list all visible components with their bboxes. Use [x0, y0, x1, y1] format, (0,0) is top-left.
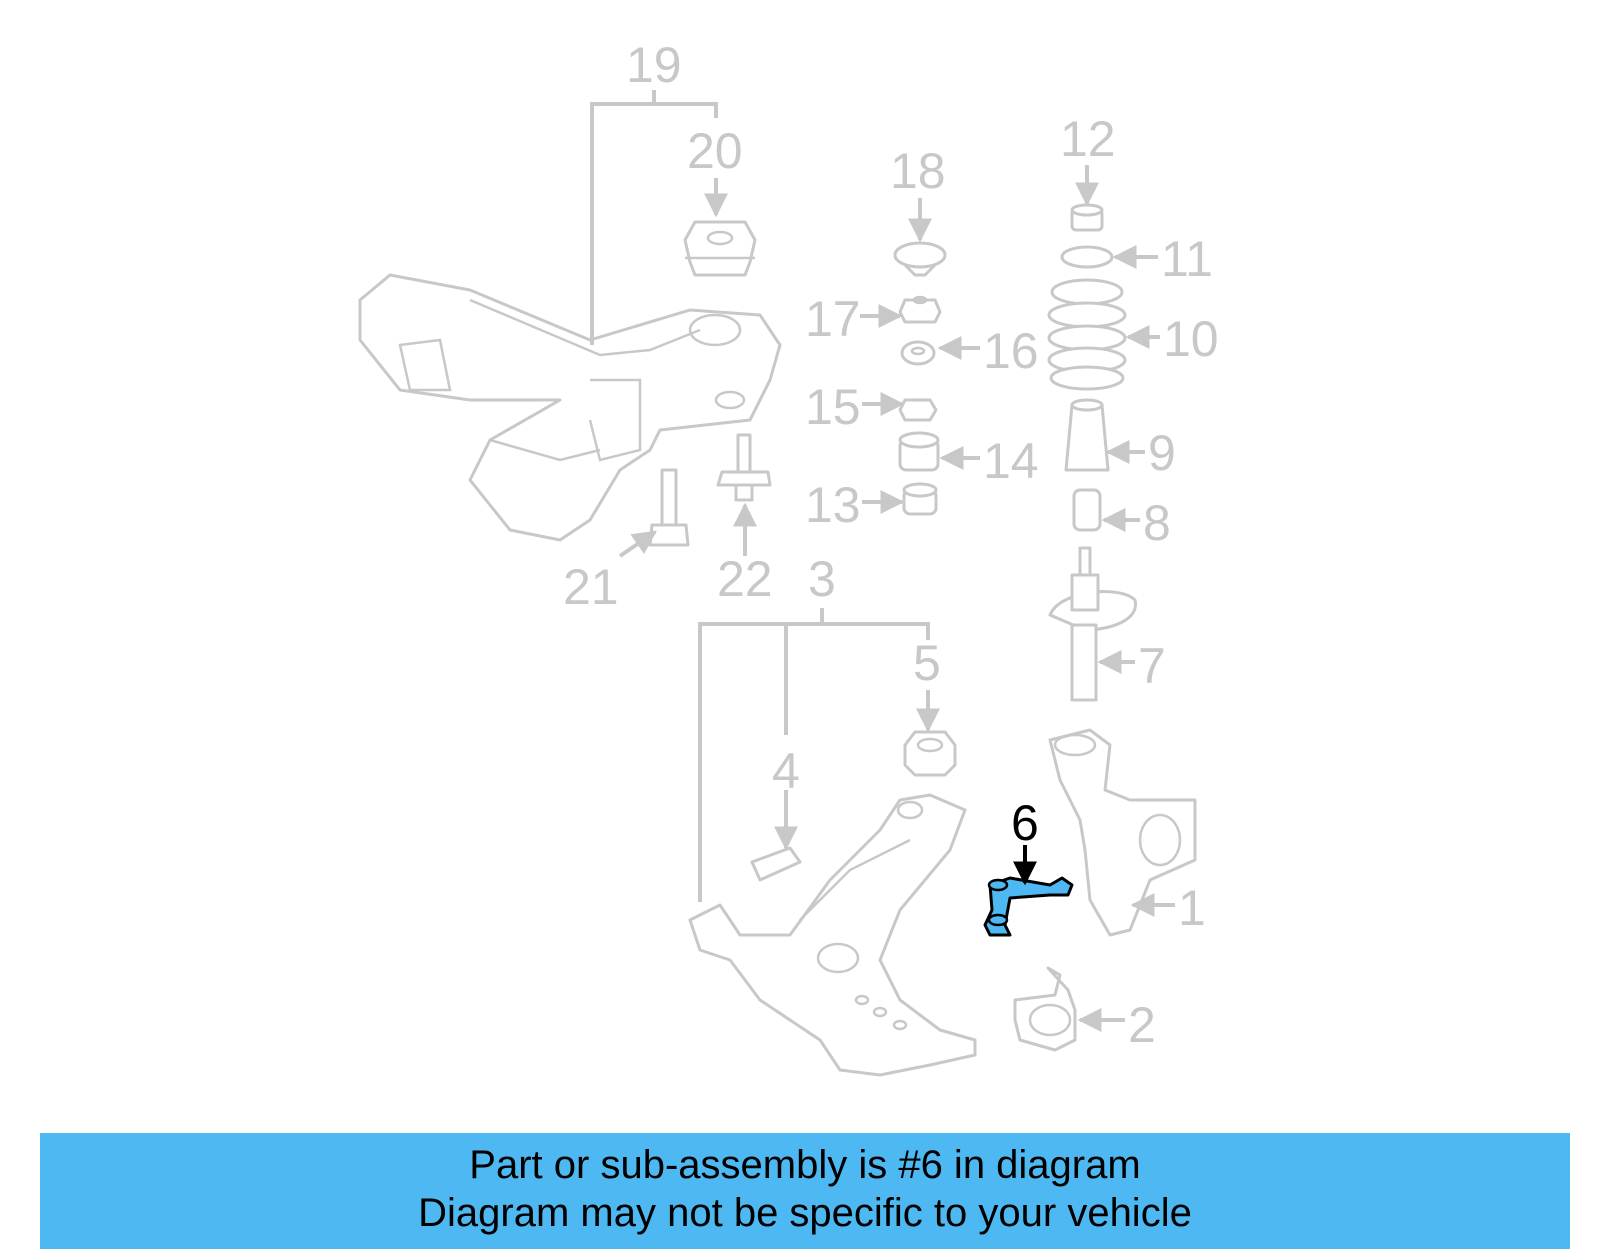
callout-9: 9: [1148, 425, 1176, 481]
callout-10: 10: [1163, 311, 1219, 367]
callout-19: 19: [626, 37, 682, 93]
ball-joint-part: [1013, 966, 1077, 1052]
callout-20: 20: [687, 123, 743, 179]
callout-13: 13: [805, 477, 861, 533]
callout-6-highlighted: 6: [1011, 795, 1039, 851]
subframe-part: [358, 273, 782, 542]
banner-line-2: Diagram may not be specific to your vehi…: [418, 1191, 1192, 1235]
leader-lines: [590, 90, 1175, 1032]
strut-parts: [1048, 398, 1137, 702]
callout-17: 17: [805, 291, 861, 347]
steering-knuckle-part: [1048, 728, 1197, 937]
bolt-22-part: [716, 433, 772, 502]
callout-5: 5: [913, 635, 941, 691]
control-arm-part: [688, 793, 977, 1077]
bolt-21-part: [648, 468, 690, 547]
callout-14: 14: [983, 433, 1039, 489]
callout-4: 4: [772, 743, 800, 799]
callout-15: 15: [805, 379, 861, 435]
callout-22: 22: [717, 551, 773, 607]
pin-4-part: [750, 846, 802, 882]
spring-parts: [1047, 203, 1127, 391]
callout-3: 3: [808, 551, 836, 607]
callout-1: 1: [1178, 880, 1206, 936]
stabilizer-link-highlighted-part: [983, 876, 1074, 937]
callout-8: 8: [1143, 495, 1171, 551]
callout-12: 12: [1060, 111, 1116, 167]
small-parts-stack: [893, 241, 947, 516]
callout-18: 18: [890, 143, 946, 199]
bushing-5-part: [903, 730, 957, 777]
info-banner: Part or sub-assembly is #6 in diagram Di…: [40, 1133, 1570, 1249]
banner-line-1: Part or sub-assembly is #6 in diagram: [469, 1143, 1141, 1187]
callout-16: 16: [983, 323, 1039, 379]
subframe-mount-part: [683, 220, 757, 277]
callout-11: 11: [1161, 231, 1213, 287]
callout-7: 7: [1138, 638, 1166, 694]
callout-21: 21: [563, 559, 619, 615]
callout-2: 2: [1128, 997, 1156, 1053]
